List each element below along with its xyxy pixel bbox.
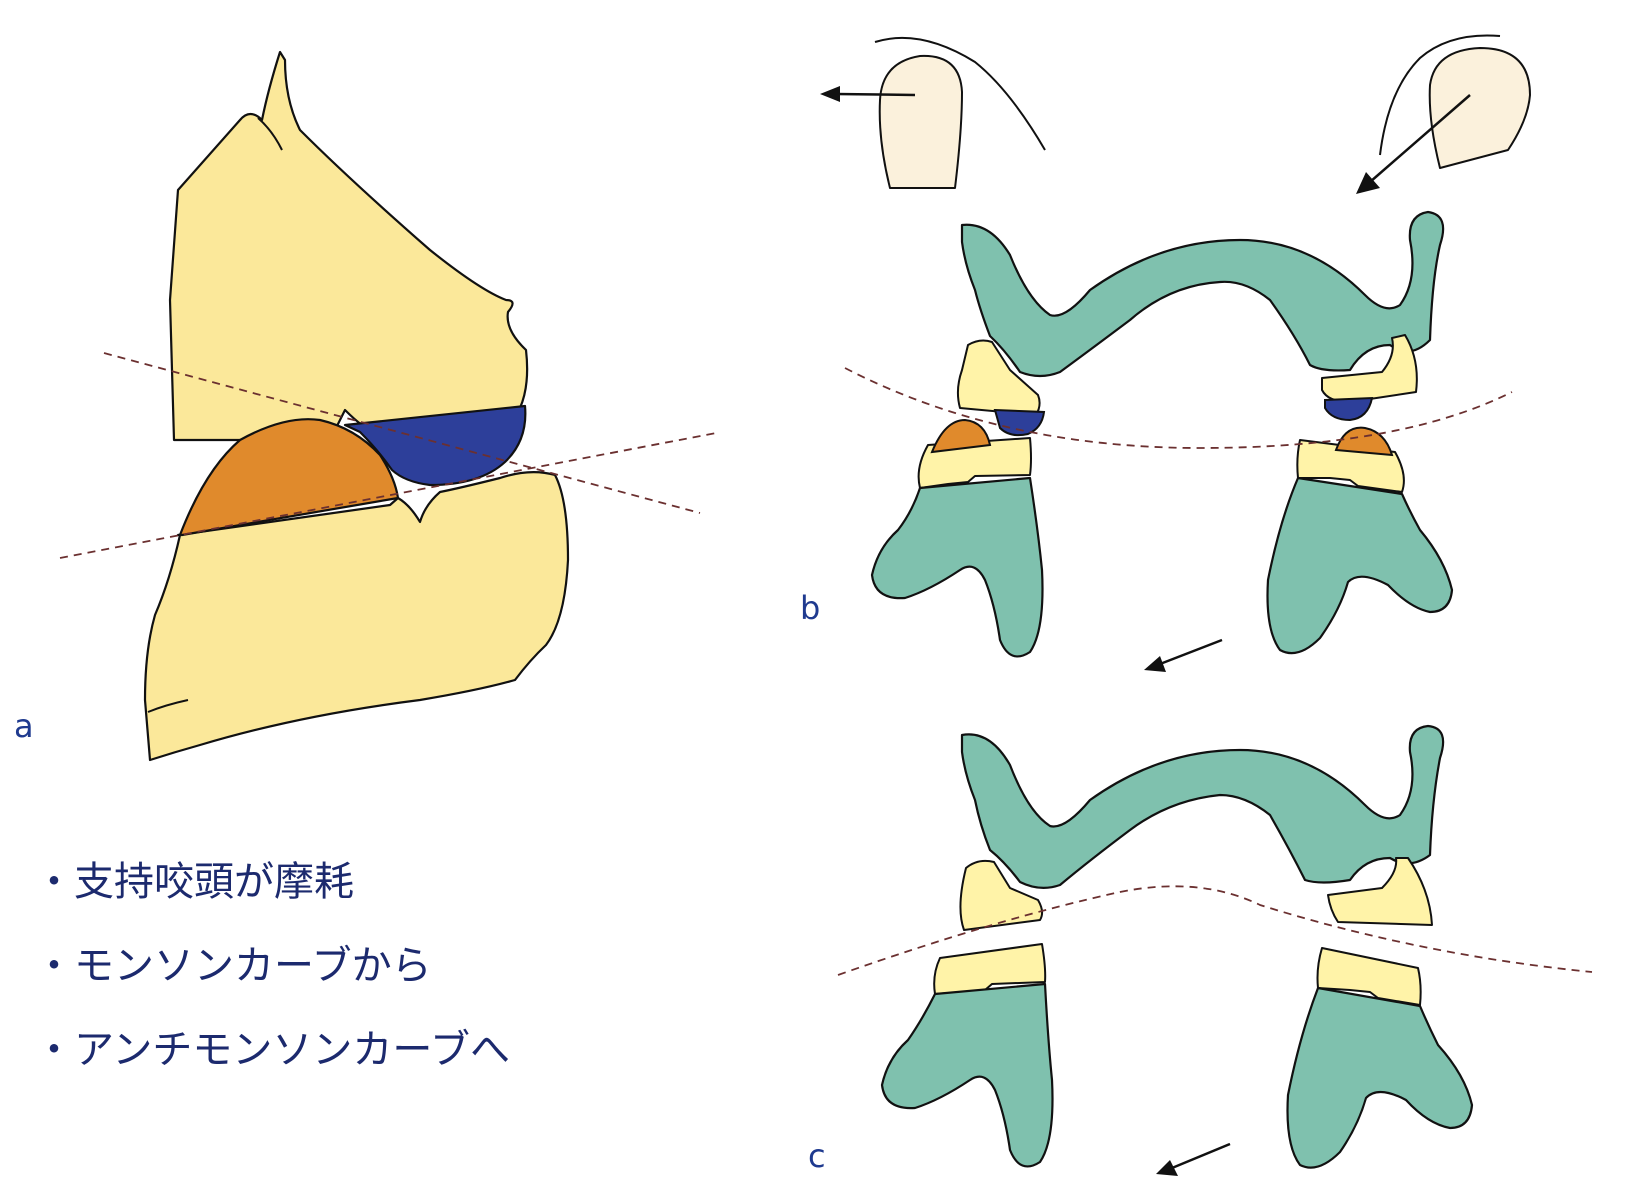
lower-tooth-left-c — [933, 943, 1047, 995]
condyle-right — [1379, 34, 1531, 169]
mandible-left-b — [870, 476, 1044, 658]
upper-molar-a — [168, 50, 529, 442]
mandible-right-b — [1266, 476, 1454, 655]
bullet-item: ・アンチモンソンカーブへ — [34, 1026, 510, 1110]
lower-molar-a — [143, 471, 570, 762]
dashed-line-upper — [103, 352, 701, 514]
bullet-marker: ・ — [34, 1027, 74, 1073]
lower-tooth-right-c — [1316, 947, 1422, 1006]
orange-cusp-right-b — [1334, 426, 1394, 457]
orange-cusp-left-b — [930, 418, 992, 454]
bullet-item: ・モンソンカーブから — [34, 942, 510, 1026]
bullet-marker: ・ — [34, 859, 74, 905]
panel-label-a: a — [14, 707, 34, 745]
maxilla-c — [960, 724, 1445, 889]
arrow-c — [1156, 1142, 1231, 1176]
orange-cusp-wear — [178, 418, 400, 537]
panel-label-c: c — [808, 1137, 826, 1175]
monson-curve-b — [844, 367, 1513, 449]
mandible-left-c — [880, 982, 1054, 1168]
mandible-right-c — [1286, 986, 1474, 1169]
blue-cusp-left-b — [993, 408, 1046, 437]
panel-c-illustration — [837, 724, 1593, 1176]
panel-a-illustration — [59, 50, 717, 762]
blue-cusp-right-b — [1324, 396, 1374, 422]
bullet-text: 支持咬頭が摩耗 — [74, 859, 354, 905]
maxilla-b — [960, 210, 1445, 378]
upper-tooth-right-c — [1327, 857, 1433, 926]
condyle-left — [874, 36, 1046, 189]
arrow-b — [1144, 638, 1223, 672]
bullet-text: アンチモンソンカーブへ — [74, 1027, 510, 1073]
arrow-right-condyle — [1356, 94, 1471, 194]
bullet-item: ・支持咬頭が摩耗 — [34, 858, 510, 942]
upper-tooth-right-b — [1321, 334, 1418, 403]
panel-label-b: b — [800, 589, 821, 627]
arrow-left-condyle — [820, 86, 916, 102]
bullet-marker: ・ — [34, 943, 74, 989]
upper-tooth-left-c — [959, 859, 1044, 931]
upper-tooth-left-b — [956, 339, 1041, 416]
bullet-text: モンソンカーブから — [74, 943, 432, 989]
panel-b-illustration — [820, 34, 1531, 672]
bullet-list: ・支持咬頭が摩耗 ・モンソンカーブから ・アンチモンソンカーブへ — [34, 858, 510, 1110]
